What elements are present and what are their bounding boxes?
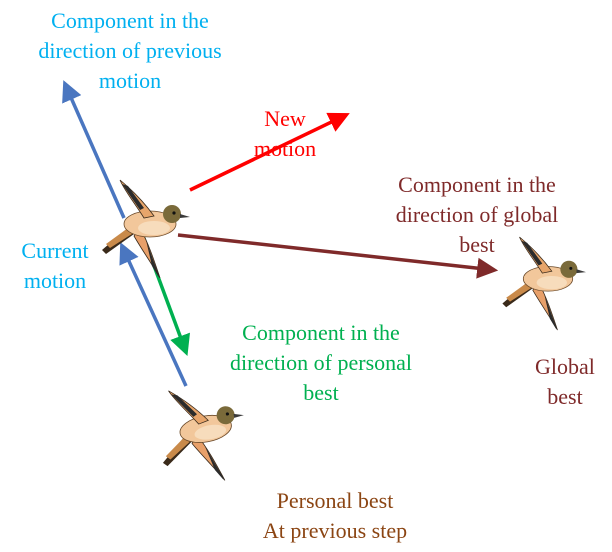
global-best-label: Global best	[520, 352, 610, 412]
new-motion-label: New motion	[225, 104, 345, 164]
personal-best-component-label: Component in the direction of personal b…	[196, 318, 446, 408]
global-best-component-label: Component in the direction of global bes…	[352, 170, 602, 260]
previous-motion-arrow	[65, 84, 124, 218]
personal-best-label: Personal best At previous step	[230, 486, 440, 546]
previous-motion-label: Component in the direction of previous m…	[10, 6, 250, 96]
current-motion-label: Current motion	[0, 236, 110, 296]
